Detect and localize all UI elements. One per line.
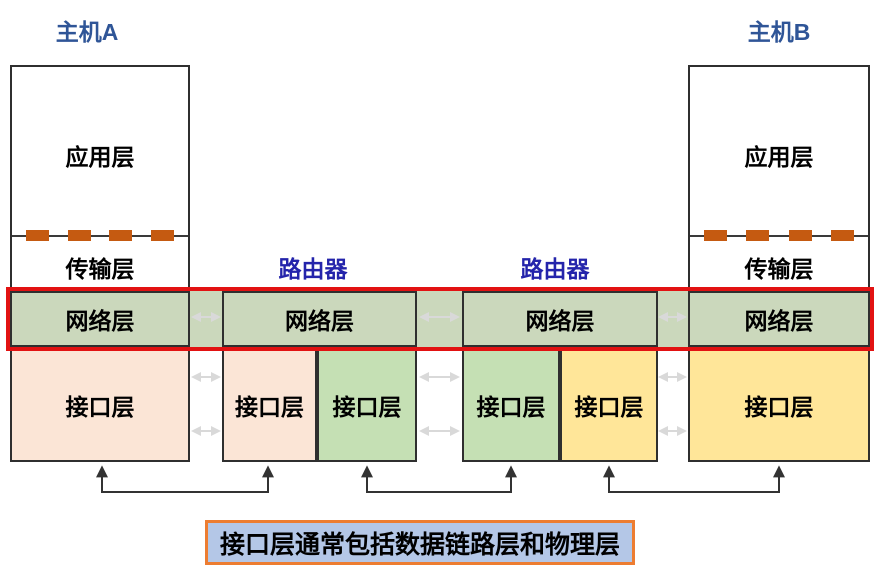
host-b-interface-label: 接口层 (744, 393, 814, 420)
link-connector-arrow (96, 465, 274, 493)
host-a-transport-label: 传输层 (65, 256, 135, 282)
link-connector-arrow (603, 465, 785, 493)
host-a-network-box: 网络层 (10, 291, 190, 347)
link-connector-arrow (361, 465, 517, 493)
host-a-network-label: 网络层 (65, 308, 135, 334)
dash-segment (788, 230, 812, 241)
network-layer-highlight-rect (6, 287, 874, 351)
router-1-interface-left-label: 接口层 (235, 393, 304, 420)
caption-box: 接口层通常包括数据链路层和物理层 (205, 520, 635, 565)
host-a-title: 主机A (55, 19, 119, 45)
caption-text: 接口层通常包括数据链路层和物理层 (219, 530, 620, 559)
dash-segment (150, 230, 174, 241)
router-2-title: 路由器 (520, 256, 590, 282)
router-1-interface-right-label: 接口层 (332, 393, 402, 420)
host-b-network-label: 网络层 (744, 308, 814, 334)
physical-link-connectors (96, 465, 785, 493)
router-1-interface-right-box: 接口层 (317, 347, 417, 462)
router-1-title: 路由器 (278, 256, 348, 282)
host-b-divider-line (690, 235, 868, 237)
router-1-network-label: 网络层 (285, 308, 354, 334)
host-a-interface-label: 接口层 (65, 393, 135, 420)
router-1-interface-left-box: 接口层 (222, 347, 317, 462)
dash-segment (67, 230, 91, 241)
host-a-dashed-separator (26, 230, 174, 241)
host-a-box: 应用层 传输层 (10, 65, 190, 462)
router-1-network-box: 网络层 (222, 291, 417, 347)
host-a-application-label: 应用层 (65, 144, 135, 170)
dash-segment (830, 230, 854, 241)
dash-segment (26, 230, 49, 241)
host-b-application-label: 应用层 (744, 144, 814, 170)
host-a-interface-box: 接口层 (10, 347, 190, 462)
host-b-title: 主机B (747, 19, 811, 45)
router-2-network-box: 网络层 (462, 291, 658, 347)
host-b-transport-label: 传输层 (744, 256, 814, 282)
router-2-network-label: 网络层 (525, 308, 595, 334)
dash-segment (704, 230, 727, 241)
dash-segment (109, 230, 133, 241)
host-a-divider-line (12, 235, 188, 237)
dash-segment (746, 230, 770, 241)
router-2-interface-right-box: 接口层 (560, 347, 658, 462)
host-b-dashed-separator (704, 230, 854, 241)
router-2-interface-left-box: 接口层 (462, 347, 560, 462)
router-2-interface-left-label: 接口层 (476, 393, 546, 420)
router-2-interface-right-label: 接口层 (574, 393, 644, 420)
host-b-network-box: 网络层 (688, 291, 870, 347)
host-b-interface-box: 接口层 (688, 347, 870, 462)
